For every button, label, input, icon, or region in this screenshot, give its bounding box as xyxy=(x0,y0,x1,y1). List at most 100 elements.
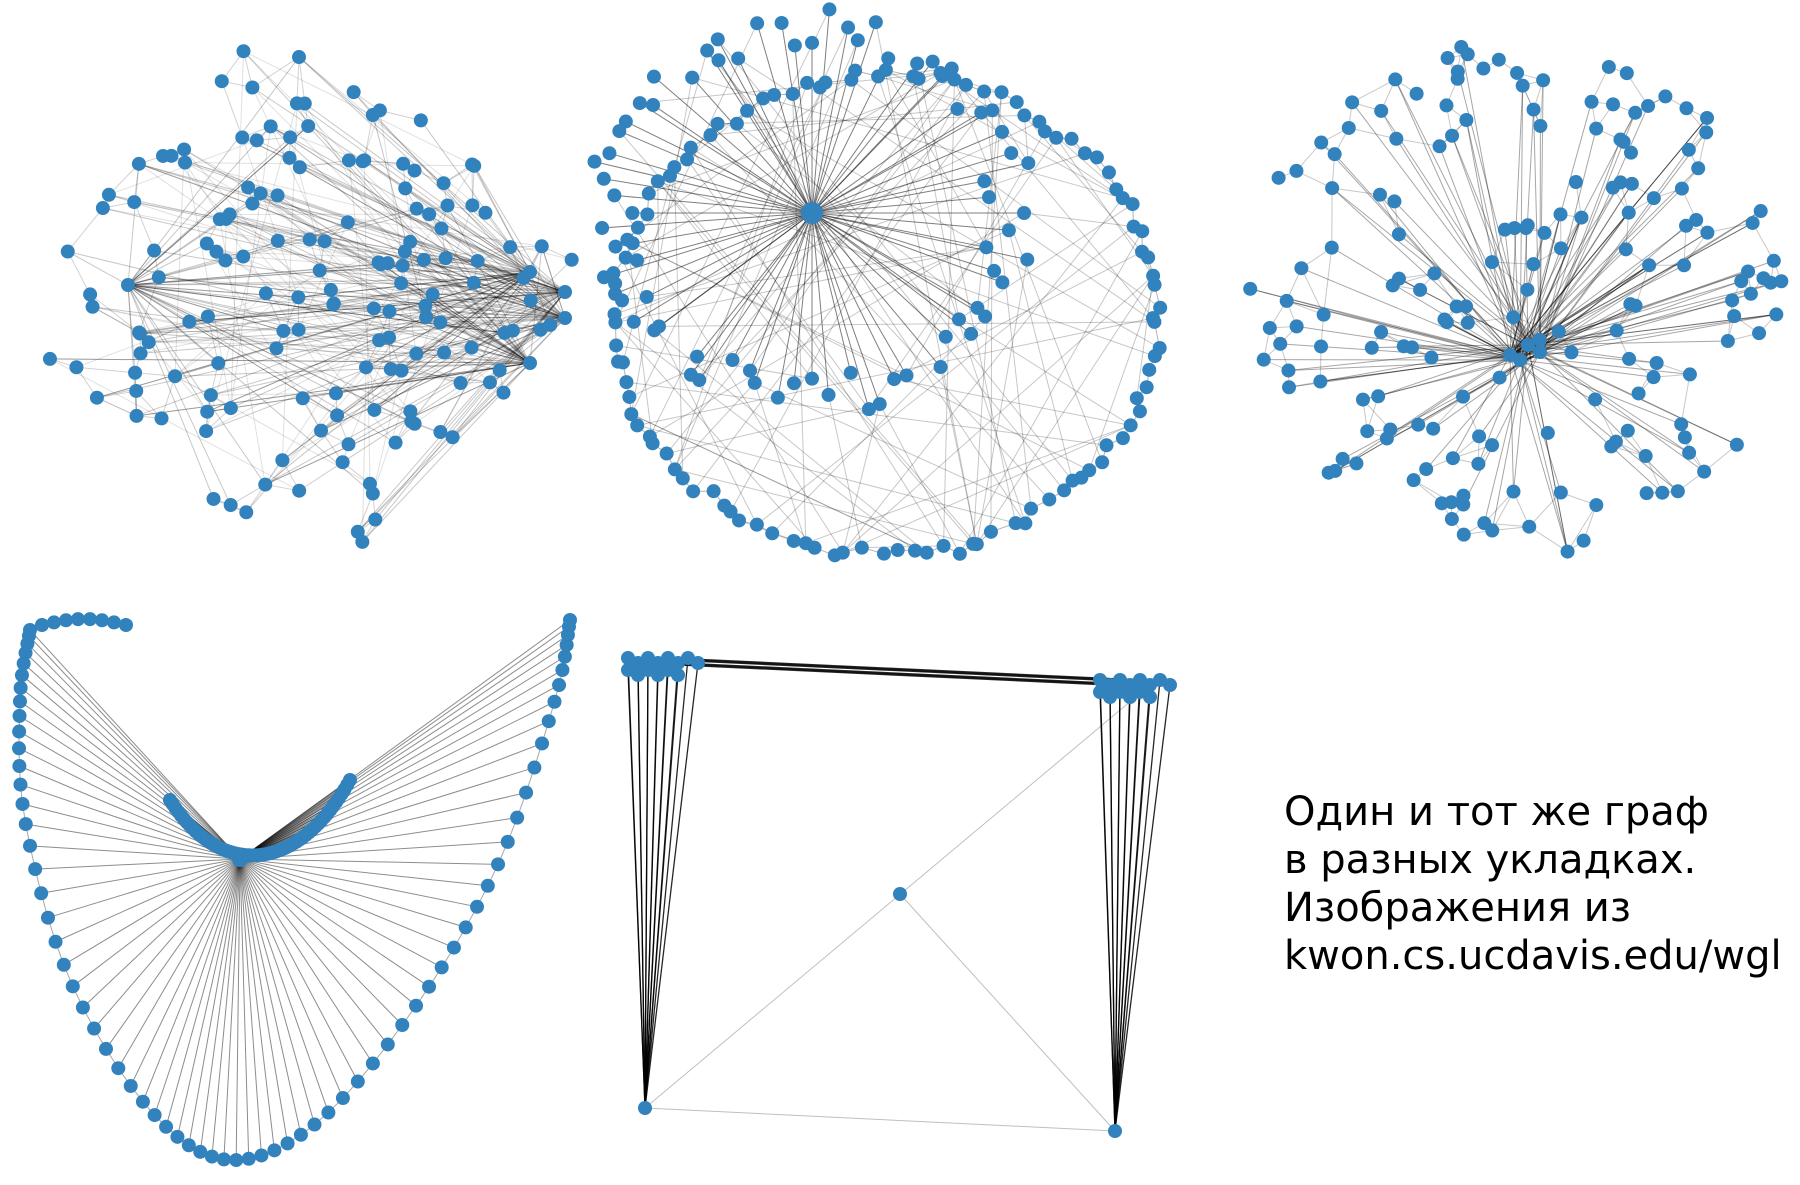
graph-node xyxy=(236,249,251,264)
graph-node xyxy=(1262,320,1277,335)
graph-edge xyxy=(673,167,684,479)
graph-node xyxy=(422,207,437,222)
graph-edge xyxy=(49,358,531,364)
graph-node xyxy=(1135,224,1150,239)
graph-node xyxy=(964,326,979,341)
graph-node xyxy=(618,114,633,129)
graph-node xyxy=(258,286,273,301)
graph-node xyxy=(135,1094,150,1109)
graph-node xyxy=(1526,102,1541,117)
graph-edge xyxy=(27,643,241,860)
graph-node xyxy=(328,386,343,401)
graph-node xyxy=(818,75,833,90)
graph-edge xyxy=(206,243,472,349)
graph-node xyxy=(1513,353,1527,367)
graph-edge xyxy=(425,305,531,364)
graph-edge xyxy=(877,76,1026,524)
graph-node xyxy=(382,330,397,345)
graph-node xyxy=(170,1129,185,1144)
graph-node xyxy=(1642,258,1657,273)
graph-node xyxy=(680,152,695,167)
graph-node xyxy=(685,70,700,85)
graph-node xyxy=(1646,370,1661,385)
graph-edge xyxy=(690,212,813,376)
graph-node xyxy=(785,86,800,101)
graph-node xyxy=(470,253,485,268)
graph-edge xyxy=(401,370,491,383)
graph-edge xyxy=(260,192,390,312)
graph-node xyxy=(1316,307,1331,322)
graph-edge xyxy=(140,317,566,354)
graph-edge xyxy=(1527,217,1582,346)
graph-node xyxy=(418,298,433,313)
graph-edge xyxy=(239,858,455,949)
graph-edge xyxy=(1509,167,1699,356)
graph-edge xyxy=(912,76,960,320)
graph-node xyxy=(1049,130,1064,145)
graph-node xyxy=(1752,326,1767,341)
graph-node xyxy=(204,1149,219,1164)
graph-edge xyxy=(771,316,986,534)
graph-node xyxy=(13,777,28,792)
graph-node xyxy=(56,957,71,972)
graph-node xyxy=(1460,315,1475,330)
graph-node xyxy=(1349,456,1364,471)
graph-node xyxy=(630,418,645,433)
graph-node xyxy=(199,424,214,439)
graph-node xyxy=(1095,455,1110,470)
graph-node xyxy=(1389,131,1404,146)
graph-edge xyxy=(239,858,359,1082)
graph-node xyxy=(127,195,142,210)
graph-edge xyxy=(67,251,129,286)
graph-node xyxy=(595,220,610,235)
graph-edge xyxy=(239,626,570,860)
graph-edge xyxy=(473,165,531,273)
graph-node xyxy=(366,301,381,316)
graph-node xyxy=(1506,310,1521,325)
graph-edge xyxy=(357,317,566,533)
graph-edge xyxy=(644,1107,1116,1132)
graph-node xyxy=(1536,73,1551,88)
graph-node xyxy=(416,252,431,267)
graph-edge xyxy=(1509,117,1708,356)
graph-node xyxy=(132,325,147,340)
graph-node xyxy=(925,54,940,69)
graph-node xyxy=(893,887,907,901)
graph-node xyxy=(563,613,577,627)
graph-edge xyxy=(1320,344,1529,383)
graph-edge xyxy=(264,271,531,485)
graph-edge xyxy=(127,125,309,286)
graph-edge xyxy=(1533,109,1541,353)
graph-edge xyxy=(647,657,1121,681)
graph-node xyxy=(872,397,887,412)
graph-node xyxy=(446,940,461,955)
graph-node xyxy=(89,390,104,405)
graph-edge xyxy=(270,126,531,364)
graph-node xyxy=(1289,319,1304,334)
graph-node xyxy=(1379,431,1394,446)
graph-node xyxy=(770,390,785,405)
graph-edge xyxy=(127,284,284,332)
graph-node xyxy=(1024,501,1039,516)
graph-edge xyxy=(127,125,309,286)
graph-edge xyxy=(1288,359,1521,371)
graph-edge xyxy=(674,82,808,470)
graph-edge xyxy=(299,166,531,273)
graph-edge xyxy=(239,858,417,1007)
graph-node xyxy=(639,289,654,304)
graph-edge xyxy=(216,251,461,384)
graph-node xyxy=(1444,495,1459,510)
graph-node xyxy=(236,44,251,59)
graph-edge xyxy=(452,317,566,438)
graph-edge xyxy=(811,212,830,395)
graph-node xyxy=(1021,156,1036,171)
graph-edge xyxy=(1527,222,1753,346)
graph-node xyxy=(596,171,611,186)
graph-node xyxy=(1345,95,1360,110)
graph-edge xyxy=(625,121,813,214)
graph-edge xyxy=(1451,135,1541,353)
graph-node xyxy=(1460,47,1475,62)
graph-node xyxy=(1426,421,1441,436)
graph-node xyxy=(887,372,902,387)
